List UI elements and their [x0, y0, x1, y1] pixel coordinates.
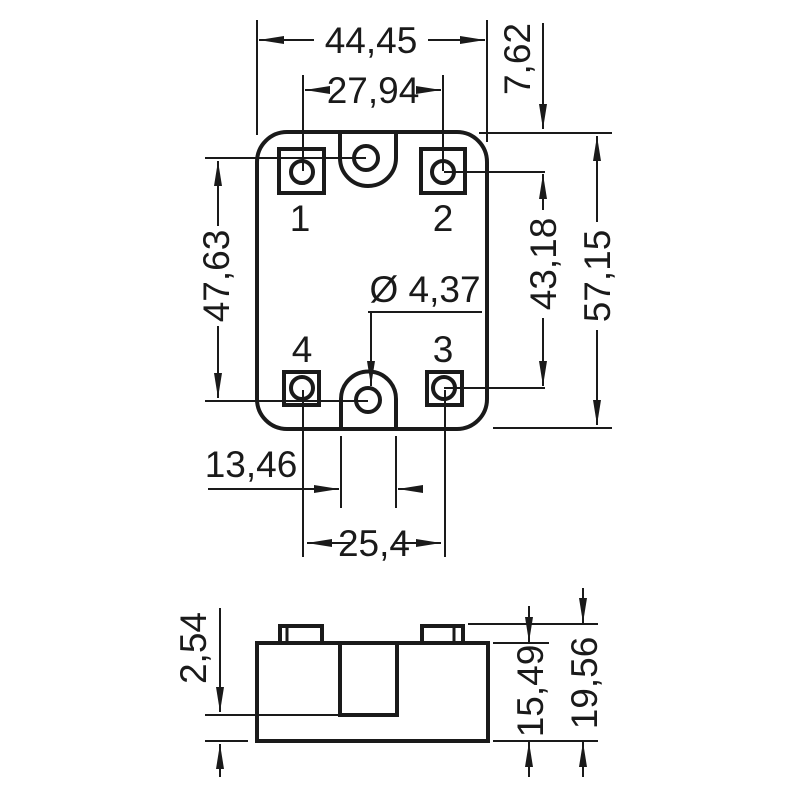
terminal-4-label: 4	[292, 329, 313, 370]
dim-slot-width-label: 13,46	[205, 444, 298, 485]
top-view: 1 2 4 3 44,45 27,94	[196, 20, 618, 564]
mounting-slot-recess	[338, 643, 399, 717]
terminal-3-label: 3	[433, 329, 454, 370]
dim-pin-row-spacing-label: 43,18	[523, 218, 564, 311]
dim-overall-height-label: 57,15	[577, 230, 618, 323]
terminal-1-label: 1	[290, 198, 311, 239]
dim-overall-width: 44,45	[256, 20, 488, 142]
dim-pin-spacing-bottom-label: 25,4	[338, 523, 410, 564]
dim-recess-floor-thickness-label: 2,54	[173, 612, 214, 684]
body-outline-side-view	[255, 641, 490, 743]
dim-mounting-hole-spacing-label: 47,63	[196, 230, 237, 323]
dim-top-edge-to-pin-row: 7,62	[497, 23, 547, 129]
dim-overall-height-side-label: 19,56	[564, 637, 605, 730]
terminal-4-pad	[282, 370, 321, 407]
dim-overall-height-top-view: 57,15	[479, 132, 618, 429]
terminal-2-label: 2	[433, 198, 454, 239]
dim-pin-spacing-top: 27,94	[302, 70, 444, 171]
top-mounting-notch	[338, 132, 398, 188]
dim-overall-width-label: 44,45	[325, 20, 418, 61]
dim-hole-diameter: Ø 4,37	[367, 269, 482, 386]
right-terminal-profile	[420, 624, 465, 645]
dim-top-edge-to-pin-row-label: 7,62	[497, 23, 538, 95]
dim-pin-spacing-bottom: 25,4	[302, 390, 446, 564]
dim-recess-floor-thickness: 2,54	[173, 608, 338, 777]
dim-body-height: 15,49	[493, 606, 551, 777]
dim-pin-spacing-top-label: 27,94	[327, 70, 420, 111]
dim-pin-row-spacing: 43,18	[444, 171, 564, 389]
dim-hole-diameter-label: Ø 4,37	[369, 269, 480, 310]
dim-slot-width: 13,46	[205, 436, 423, 508]
dim-mounting-hole-spacing: 47,63	[196, 157, 368, 402]
dim-overall-height-side-view: 19,56	[468, 588, 605, 777]
dim-body-height-label: 15,49	[510, 645, 551, 738]
terminal-1-pad	[277, 147, 326, 195]
side-view: 2,54 15,49 19,56	[173, 588, 605, 777]
body-outline-top-view	[255, 130, 489, 431]
